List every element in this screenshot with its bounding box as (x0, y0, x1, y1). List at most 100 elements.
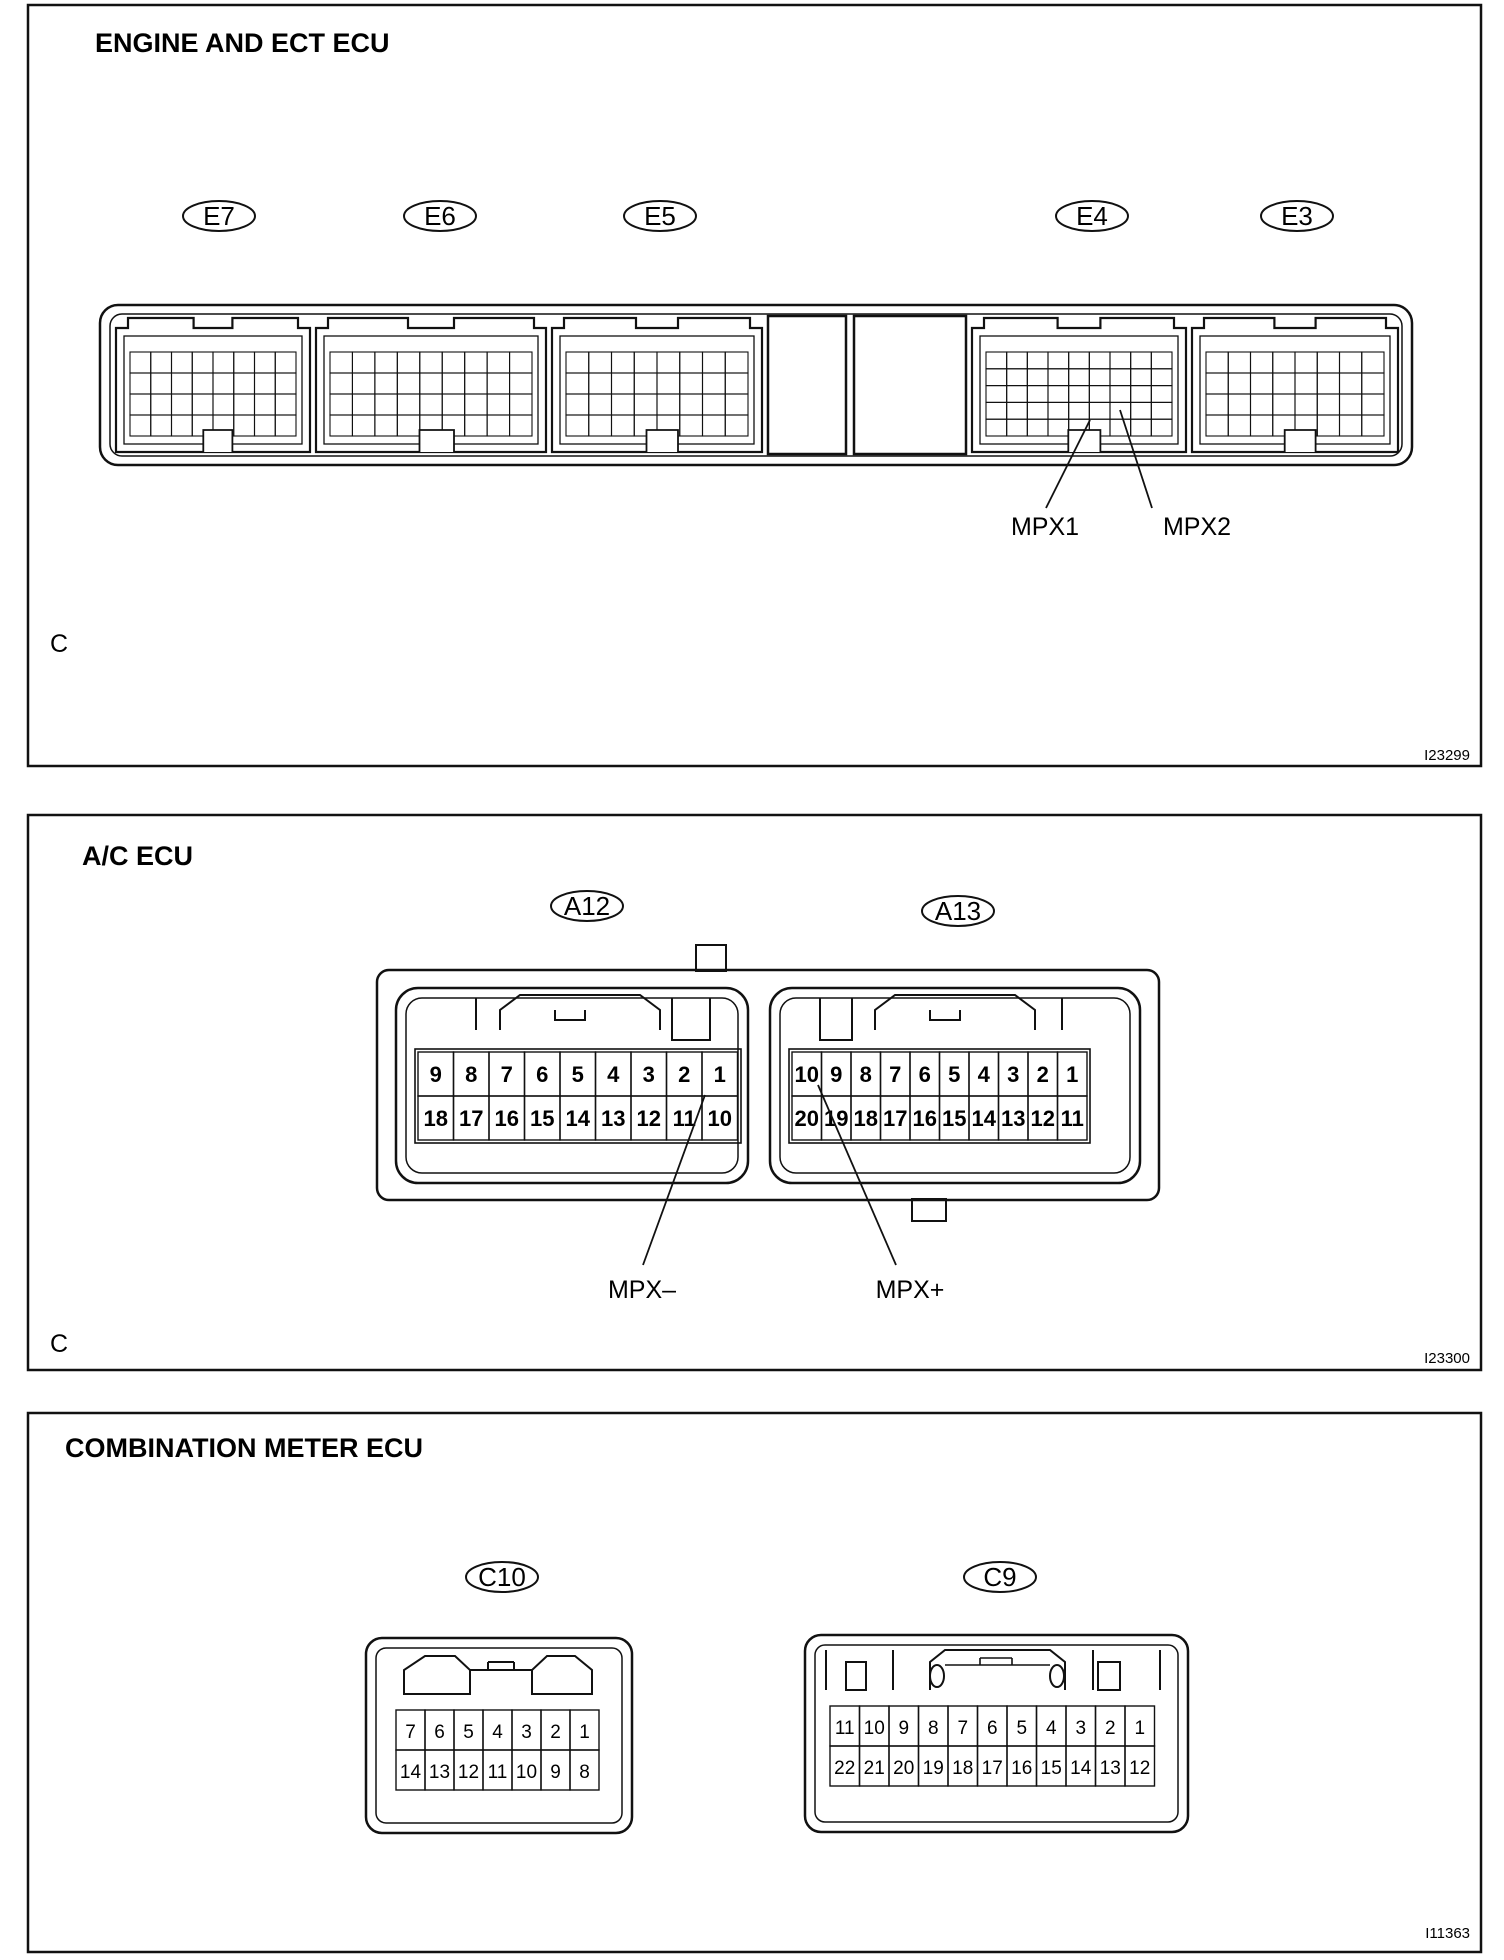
connector-label-c10: C10 (465, 1561, 539, 1593)
pin-number: 4 (1046, 1718, 1057, 1739)
pin-cavity (1026, 401, 1049, 420)
pin-number: 9 (830, 1062, 842, 1087)
pin-number: 3 (521, 1722, 532, 1743)
pin-cavity (1006, 385, 1028, 403)
panel-title: ENGINE AND ECT ECU (95, 28, 390, 58)
pin-cavity (1361, 372, 1385, 395)
pin-cavity (701, 351, 726, 374)
pin-cavity (633, 393, 658, 416)
pin-cavity (588, 351, 613, 374)
pin-cavity (396, 393, 421, 416)
pin-cavity (1109, 385, 1132, 403)
pin-cavity (419, 393, 443, 416)
pin-cavity (1294, 372, 1318, 395)
connector-label-a12: A12 (550, 890, 624, 922)
pin-cavity (129, 351, 152, 374)
pin-cavity (150, 414, 173, 437)
pin-number: 7 (889, 1062, 901, 1087)
c9-hole (929, 1664, 945, 1688)
block-outline (1190, 316, 1400, 454)
connector-label-e3: E3 (1260, 200, 1334, 232)
pin-number: 15 (530, 1106, 554, 1131)
pin-cavity (1249, 393, 1274, 416)
pin-cavity (396, 351, 421, 374)
pin-cavity (1088, 368, 1111, 387)
pin-cavity (1006, 368, 1028, 387)
pin-number: 3 (1075, 1718, 1086, 1739)
pin-cavity (374, 393, 398, 416)
pin-number: 1 (1066, 1062, 1078, 1087)
pin-cavity (1205, 351, 1229, 374)
pin-cavity (1338, 393, 1363, 416)
pin-cavity (1130, 385, 1152, 403)
connector-block-e6 (314, 316, 548, 454)
c10-latch (403, 1655, 593, 1695)
pin-cavity (1006, 401, 1028, 420)
pin-cavity (351, 393, 376, 416)
pin-cavity (1205, 414, 1229, 437)
pin-cavity (1316, 372, 1341, 395)
pin-number: 8 (860, 1062, 872, 1087)
pin-cavity (1088, 401, 1111, 420)
pin-number: 13 (1001, 1106, 1025, 1131)
mpx2-leader (1119, 409, 1153, 509)
pin-cavity (610, 393, 635, 416)
pin-cavity (329, 414, 353, 437)
pin-cavity (509, 372, 533, 395)
pin-cavity (464, 393, 488, 416)
pin-number: 2 (550, 1722, 561, 1743)
pin-cavity (233, 372, 256, 395)
blank-block (852, 314, 968, 456)
pin-cavity (129, 393, 152, 416)
pin-cavity (1316, 351, 1341, 374)
pin-cell (701, 1095, 739, 1141)
block-outline (550, 316, 764, 454)
pin-cavity (1361, 351, 1385, 374)
pin-number: 12 (458, 1762, 479, 1783)
pin-cavity (191, 393, 214, 416)
pin-number: 19 (923, 1758, 944, 1779)
pin-number: 21 (864, 1758, 885, 1779)
pin-cavity (509, 414, 533, 437)
pin-cavity (351, 372, 376, 395)
pin-cavity (191, 372, 214, 395)
pin-cavity (1249, 414, 1274, 437)
pin-cavity (253, 393, 276, 416)
a12-key (671, 998, 711, 1041)
pin-cavity (1068, 351, 1090, 370)
pin-number: 17 (982, 1758, 1003, 1779)
pin-number: 5 (948, 1062, 960, 1087)
pin-number: 2 (678, 1062, 690, 1087)
pin-cavity (1294, 351, 1318, 374)
connector-id: E6 (424, 201, 456, 231)
pin-number: 12 (1129, 1758, 1150, 1779)
pin-number: 20 (893, 1758, 914, 1779)
pin-cavity (419, 372, 443, 395)
pin-cavity (1088, 351, 1111, 370)
pin-cavity (486, 414, 511, 437)
c10-shell-inner (375, 1647, 623, 1824)
pin-cavity (396, 372, 421, 395)
pin-number: 6 (536, 1062, 548, 1087)
figure-id: I23299 (1424, 747, 1470, 764)
pin-cavity (486, 393, 511, 416)
pin-cavity (588, 372, 613, 395)
pin-number: 10 (864, 1718, 885, 1739)
pin-cavity (150, 393, 173, 416)
pin-cavity (1150, 368, 1173, 387)
pin-cavity (1272, 372, 1296, 395)
pin-cavity (441, 351, 466, 374)
pin-cavity (1227, 393, 1252, 416)
pin-cavity (1130, 418, 1152, 437)
pin-number: 2 (1037, 1062, 1049, 1087)
connector-id: A12 (564, 891, 610, 921)
panel-title: COMBINATION METER ECU (65, 1433, 423, 1463)
pin-number: 9 (898, 1718, 909, 1739)
figure-id: I23300 (1424, 1350, 1470, 1367)
pin-cavity (441, 393, 466, 416)
pin-cavity (1338, 414, 1363, 437)
pin-cavity (212, 351, 235, 374)
c10-shell (364, 1636, 634, 1835)
